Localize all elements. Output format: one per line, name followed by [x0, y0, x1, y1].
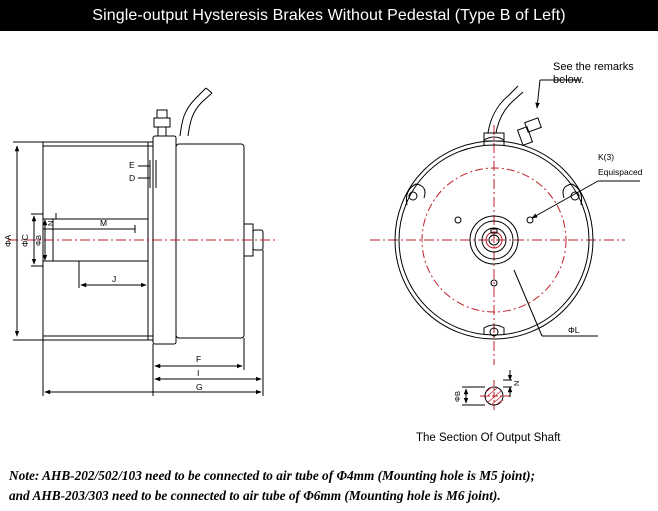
- dim-b-label: ΦB: [34, 235, 43, 246]
- hub-outer: [469, 215, 519, 265]
- brake-body: [42, 141, 154, 341]
- rear-housing: [175, 143, 245, 339]
- front-air-fitting: [483, 117, 542, 146]
- k-hole: [490, 279, 498, 287]
- dim-m-label: M: [100, 218, 107, 228]
- dim-n-label: N: [46, 221, 55, 226]
- remark-line2: below.: [553, 74, 584, 86]
- dim-j-label: J: [112, 274, 116, 284]
- shaft-cross-section: [484, 386, 504, 406]
- note-line-2: and AHB-203/303 need to be connected to …: [9, 488, 501, 503]
- page-title: Single-output Hysteresis Brakes Without …: [0, 0, 658, 31]
- dim-f-label: F: [196, 354, 201, 364]
- section-n-label: N: [512, 381, 521, 386]
- k-label: K(3): [598, 152, 614, 162]
- air-fitting: [153, 109, 171, 137]
- cable: [179, 87, 207, 137]
- remark-line1: See the remarks: [553, 61, 634, 73]
- k-sub-label: Equispaced: [598, 167, 643, 177]
- note: Note: AHB-202/502/103 need to be connect…: [9, 466, 654, 506]
- section-caption: The Section Of Output Shaft: [416, 432, 561, 444]
- shaft-section: [462, 370, 513, 412]
- mounting-lug-bottom: [483, 324, 505, 337]
- l-label: ΦL: [568, 325, 580, 335]
- note-line-1: Note: AHB-202/502/103 need to be connect…: [9, 468, 535, 483]
- mounting-lug-right: [562, 183, 583, 206]
- k-hole: [526, 216, 534, 224]
- technical-drawing: ΦA ΦC ΦB N M E D J F I G: [3, 61, 643, 412]
- dim-i-label: I: [197, 368, 199, 378]
- mounting-lug-left: [405, 183, 426, 206]
- k-hole: [454, 216, 462, 224]
- front-cable: [487, 85, 519, 134]
- dim-c-label: ΦC: [20, 234, 30, 247]
- section-b-label: ΦB: [453, 391, 462, 402]
- dim-a-label: ΦA: [3, 234, 13, 247]
- dim-d-label: D: [129, 173, 135, 183]
- dim-e-label: E: [129, 160, 135, 170]
- front-view: [370, 79, 640, 365]
- dim-g-label: G: [196, 382, 203, 392]
- side-view: [8, 87, 275, 396]
- bolt-circle: [421, 167, 567, 313]
